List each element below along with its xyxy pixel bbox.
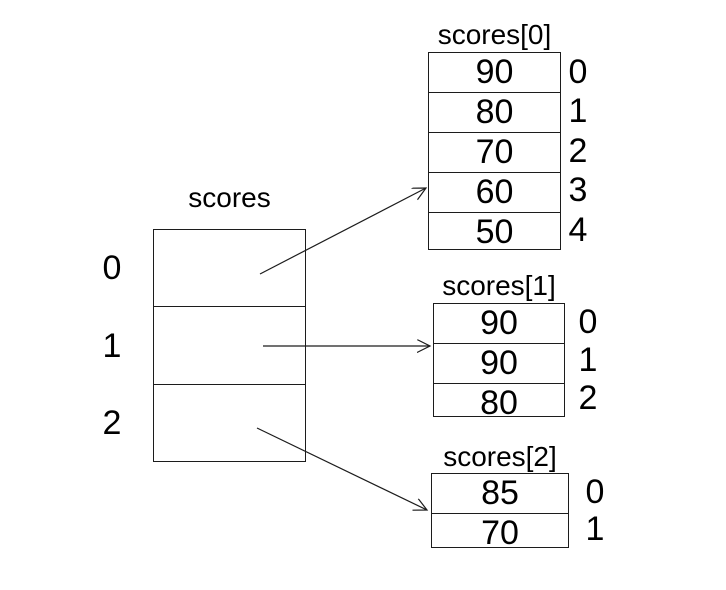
inner-array-0-value-4: 50 (429, 212, 560, 252)
inner-array-0-index-3: 3 (568, 171, 588, 209)
outer-index-label-0: 0 (102, 248, 122, 287)
outer-index-label-1: 1 (102, 326, 122, 365)
inner-array-1-value-2: 80 (434, 383, 564, 423)
inner-array-1-value-1: 90 (434, 343, 564, 383)
inner-array-2-value-0: 85 (481, 474, 519, 512)
inner-array-0-value-0: 90 (475, 53, 514, 91)
outer-cell-0 (154, 230, 305, 306)
outer-index-label-2: 2 (102, 404, 122, 442)
outer-array-title: scores (188, 182, 271, 213)
inner-array-0-value-1: 80 (429, 92, 560, 132)
inner-array-0-value-3: 60 (429, 172, 560, 212)
outer-cell-1 (154, 306, 305, 383)
inner-array-1-box: 90 90 80 (433, 303, 565, 422)
inner-array-1-title: scores[1] (442, 270, 556, 301)
inner-array-0-index-0: 0 (568, 52, 588, 91)
inner-array-1-index-1: 1 (578, 340, 598, 379)
inner-array-2-value-1: 70 (432, 513, 568, 553)
inner-array-2-title: scores[2] (443, 441, 557, 472)
inner-array-2-box: 85 70 (431, 473, 569, 552)
inner-array-0-index-4: 4 (568, 210, 588, 249)
inner-array-1-value-0: 90 (480, 304, 518, 342)
inner-array-2-index-0: 0 (585, 472, 605, 511)
inner-array-0-index-1: 1 (568, 92, 588, 130)
inner-array-1-index-0: 0 (578, 302, 598, 341)
inner-array-2-index-1: 1 (585, 510, 605, 548)
inner-array-1-index-2: 2 (578, 378, 598, 417)
inner-array-0-value-2: 70 (429, 132, 560, 172)
inner-array-0-box: 90 80 70 60 50 (428, 52, 561, 252)
inner-array-0-title: scores[0] (437, 19, 552, 50)
outer-array-box (153, 229, 306, 462)
outer-cell-2 (154, 383, 305, 461)
inner-array-0-index-2: 2 (568, 131, 588, 170)
